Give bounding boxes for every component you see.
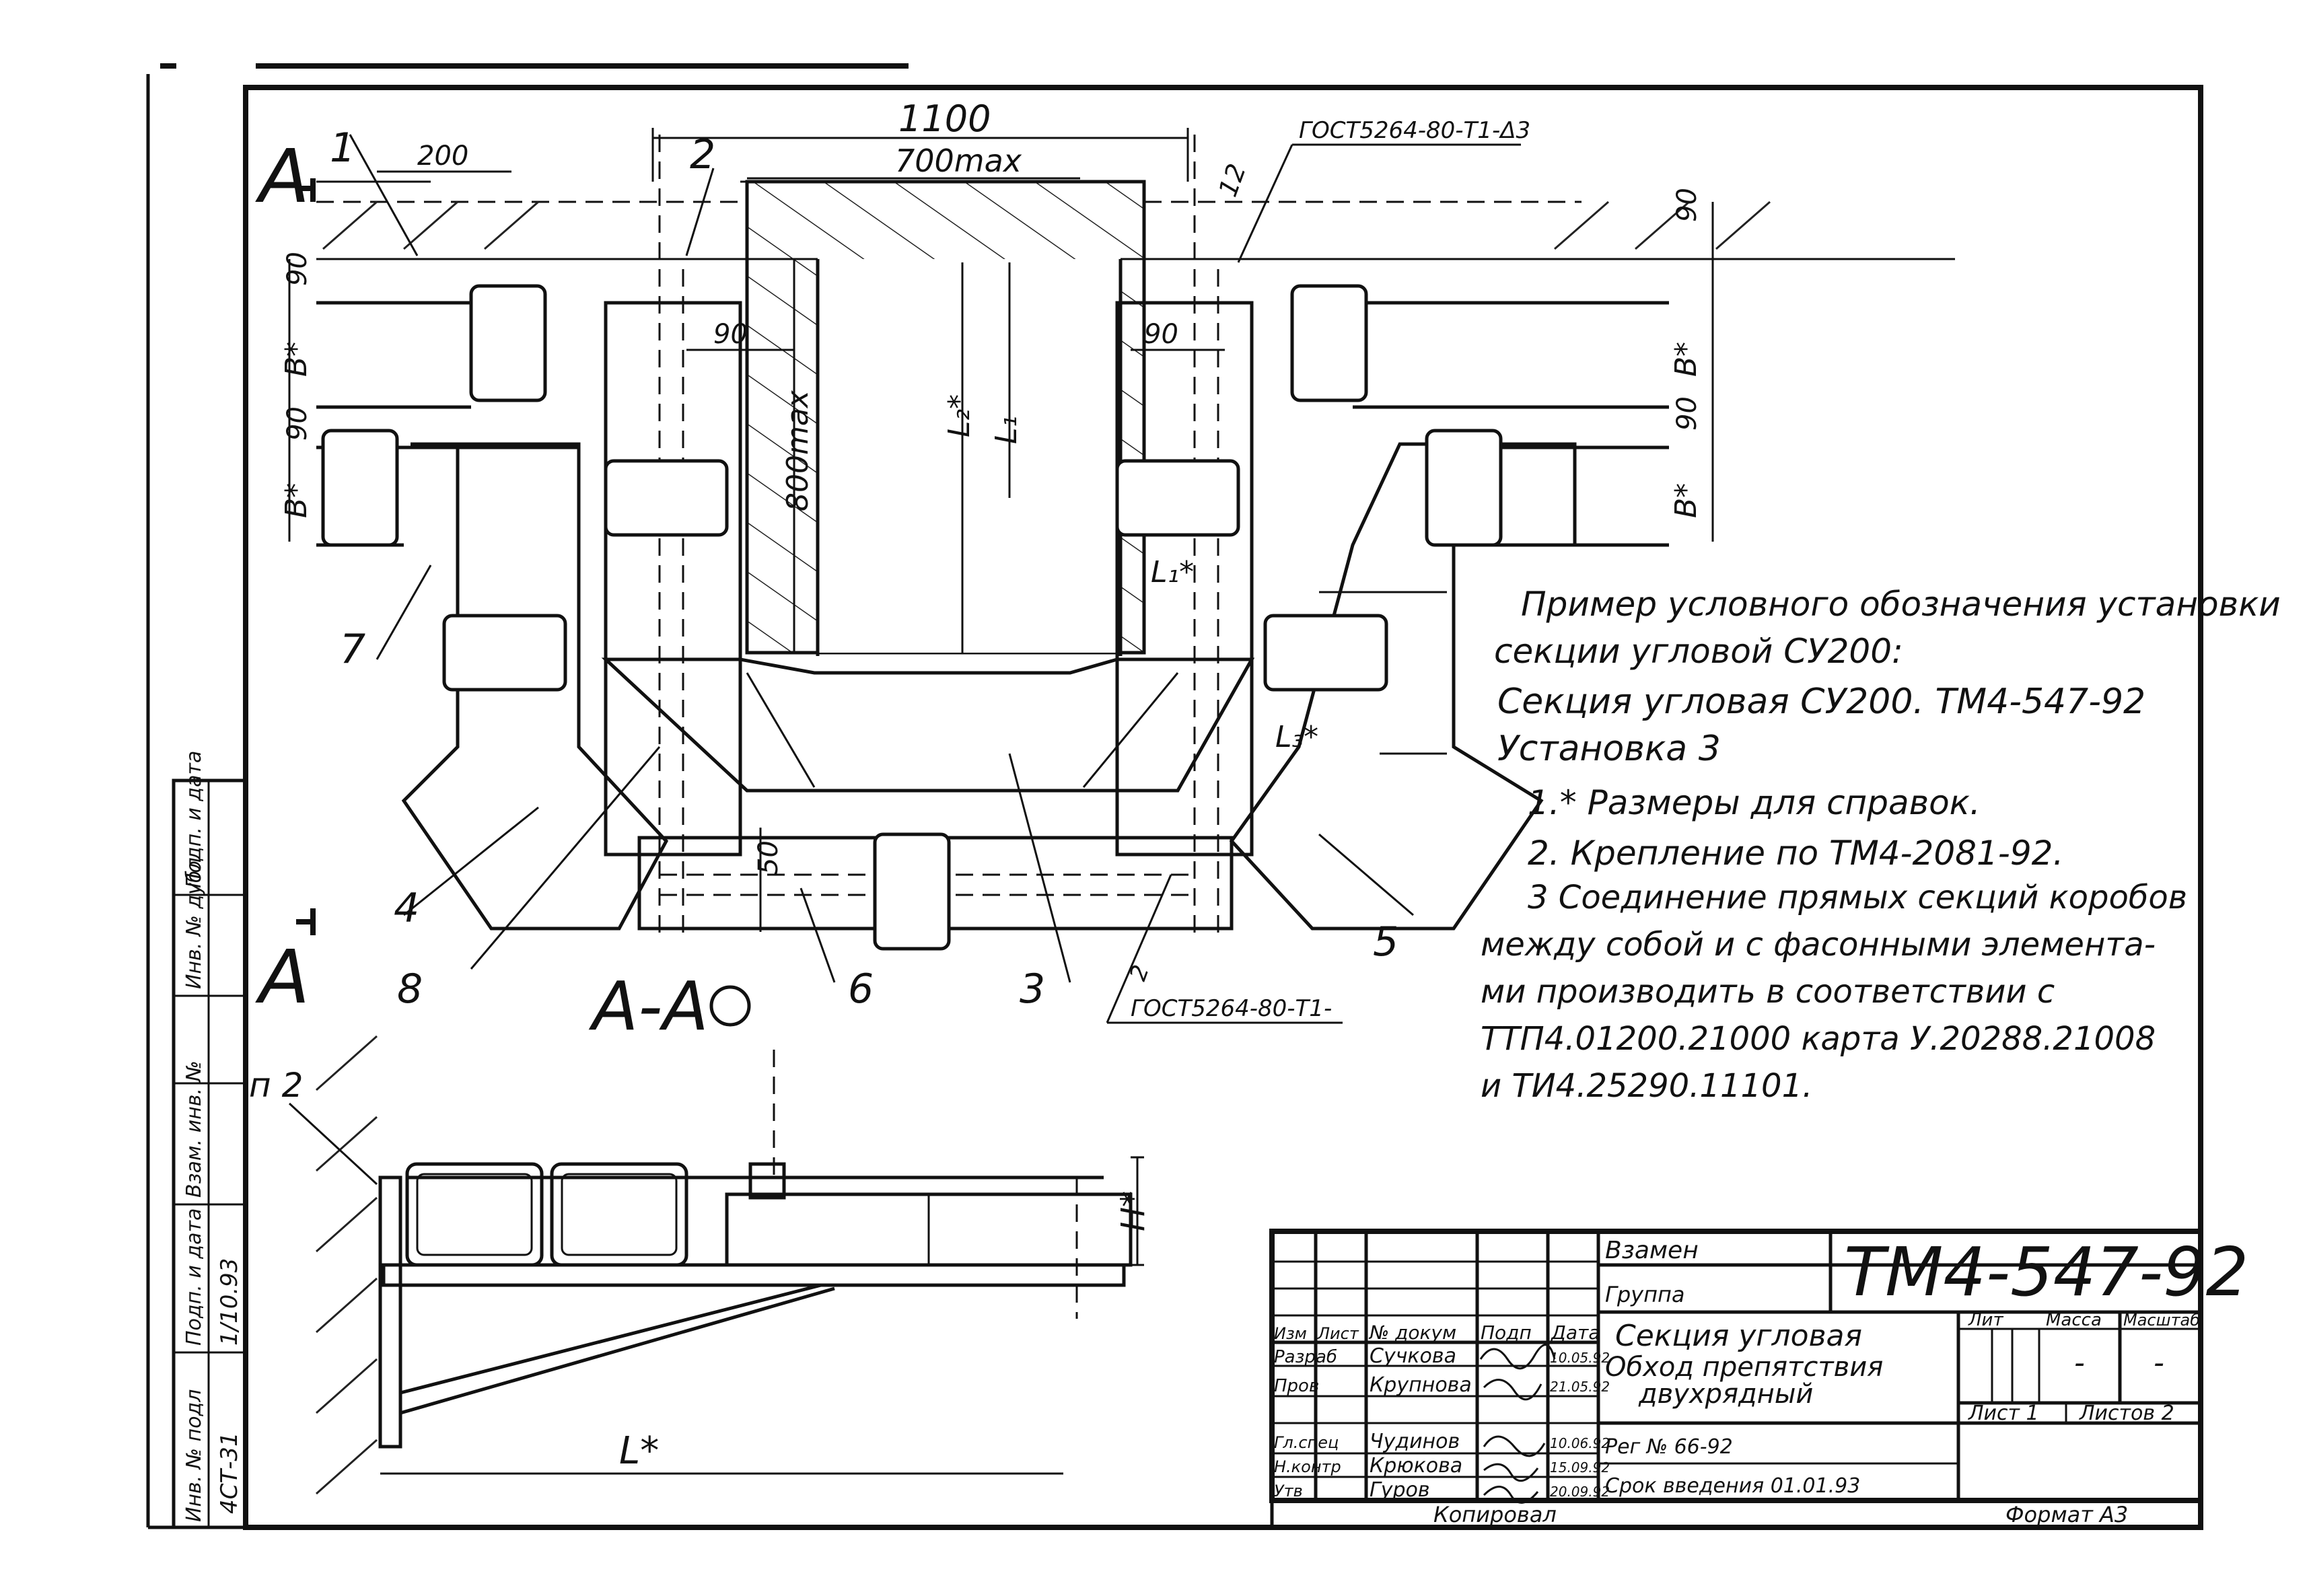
col-data: Дата	[1550, 1321, 1600, 1344]
note-3-line-2: между собой и с фасонными элемента-	[1481, 926, 2156, 964]
col-podp: Подп	[1481, 1321, 1532, 1344]
dim-b-star-left-mid: B*	[279, 483, 314, 518]
section-a-a: А-А п 2 H* L*	[249, 967, 1152, 1495]
example-value-2: Установка 3	[1497, 729, 1721, 769]
section-mark-top: А	[255, 133, 310, 219]
mass-label: Масса	[2046, 1310, 2102, 1330]
side-stamp: Подп. и дата Инв. № дубл Взам. инв. № По…	[172, 751, 248, 1529]
note-2: 2. Крепление по ТМ4-2081-92.	[1528, 834, 2063, 873]
item-number-7: 7	[340, 626, 365, 673]
weld-bottom-mark: 2	[1125, 962, 1155, 984]
mass-value: -	[2074, 1346, 2085, 1380]
name-gurov: Гуров	[1370, 1478, 1430, 1502]
dim-b-star-right-top: B*	[1669, 342, 1703, 377]
note-1: 1.* Размеры для справок.	[1528, 783, 1981, 822]
dim-800max: 800max	[781, 390, 815, 511]
title-line-1: Секция угловая	[1615, 1319, 1862, 1353]
role-glspec: Гл.спец	[1274, 1433, 1339, 1452]
example-title-2: секции угловой СУ200:	[1494, 632, 1903, 671]
dim-12: 12	[1213, 160, 1252, 201]
item-number-1: 1	[330, 124, 355, 172]
example-value: Секция угловая СУ200. ТМ4-547-92	[1497, 682, 2145, 722]
doc-code: ТМ4-547-92	[1844, 1233, 2248, 1311]
detail-ref: п 2	[249, 1066, 303, 1105]
term: Срок введения 01.01.93	[1605, 1474, 1860, 1498]
dim-50: 50	[753, 840, 784, 875]
date-2: 21.05.92	[1550, 1379, 1610, 1395]
stamp-value-date: 1/10.93	[216, 1258, 243, 1346]
signatures	[1479, 1344, 1556, 1504]
dim-1100: 1100	[898, 98, 991, 140]
item-number-5: 5	[1373, 918, 1398, 966]
item-number-3: 3	[1020, 966, 1045, 1013]
role-nkontr: Н.контр	[1274, 1457, 1341, 1476]
date-4: 15.09.92	[1550, 1459, 1610, 1476]
date-1: 10.05.92	[1550, 1350, 1610, 1366]
item-number-4: 4	[394, 885, 419, 932]
name-krupnova: Крупнова	[1370, 1373, 1472, 1397]
group-label: Группа	[1605, 1282, 1685, 1307]
note-3-line-5: и ТИ4.25290.11101.	[1481, 1067, 1812, 1105]
plan-view: А А 1100 700max 200 90 90 90 90 90	[255, 98, 1955, 1024]
dim-90-left-top: 90	[282, 252, 313, 286]
item-number-8: 8	[397, 966, 423, 1013]
scale-label: Масштаб	[2123, 1311, 2200, 1330]
dim-l1-star: L₁*	[1151, 555, 1194, 589]
dim-90-right-top: 90	[1672, 188, 1703, 222]
note-3-line-1: 3 Соединение прямых секций коробов	[1528, 879, 2187, 916]
dim-h-star: H*	[1114, 1191, 1152, 1231]
stamp-label-inv-podl: Инв. № подл	[182, 1389, 206, 1522]
dim-l-star: L*	[619, 1429, 659, 1473]
name-suchkova: Сучкова	[1370, 1344, 1456, 1368]
dim-90-left-mid: 90	[282, 406, 313, 441]
title-line-2: Обход препятствия	[1605, 1352, 1883, 1383]
scale-value: -	[2154, 1346, 2164, 1380]
dim-l2-star: L₂*	[942, 394, 976, 437]
item-number-6: 6	[848, 966, 874, 1013]
col-doc: № докум	[1368, 1321, 1456, 1344]
dim-90-right-mid: 90	[1672, 396, 1703, 431]
stamp-label-vzam-inv: Взам. инв. №	[182, 1060, 206, 1198]
lit-label: Лит	[1968, 1310, 2003, 1330]
format-label: Формат А3	[2005, 1502, 2128, 1527]
dim-90-inner-left: 90	[713, 319, 748, 350]
name-kryukova: Крюкова	[1370, 1454, 1462, 1478]
dim-l3-star: L₃*	[1275, 720, 1318, 754]
stamp-label-inv-dubl: Инв. № дубл	[182, 857, 206, 989]
item-number-2: 2	[690, 131, 715, 178]
weld-bottom-label: ГОСТ5264-80-Т1-	[1131, 995, 1332, 1022]
replace-label: Взамен	[1605, 1237, 1699, 1264]
col-izm: Изм	[1274, 1324, 1307, 1343]
title-block: Взамен Группа ТМ4-547-92 Изм Лист № доку…	[1269, 1229, 2248, 1527]
note-3-line-4: ТТП4.01200.21000 карта У.20288.21008	[1481, 1020, 2156, 1058]
section-label: А-А	[588, 967, 709, 1046]
example-title-1: Пример условного обозначения установки	[1521, 585, 2281, 624]
dim-700max: 700max	[895, 143, 1022, 179]
copied-label: Копировал	[1433, 1502, 1557, 1527]
stamp-value-inv-podl: 4СТ-31	[216, 1432, 243, 1514]
notes-block: Пример условного обозначения установки с…	[1481, 585, 2281, 1105]
stamp-label-podp-data-2: Подп. и дата	[182, 751, 206, 888]
dim-90-inner-right: 90	[1144, 319, 1178, 350]
dim-l1: L₁	[989, 416, 1024, 444]
date-5: 20.09.92	[1550, 1484, 1610, 1500]
role-utv: Утв	[1274, 1482, 1303, 1500]
dim-b-star-left-top: B*	[279, 342, 314, 377]
dim-b-star-right-mid: B*	[1669, 483, 1703, 518]
col-list: Лист	[1317, 1324, 1359, 1343]
sheet-number: Лист 1	[1968, 1402, 2039, 1425]
role-razrab: Разраб	[1274, 1347, 1337, 1367]
weld-top-label: ГОСТ5264-80-Т1-Δ3	[1299, 117, 1530, 144]
dim-200: 200	[417, 141, 468, 172]
reg-number: Рег № 66-92	[1605, 1435, 1733, 1459]
role-prov: Пров	[1274, 1376, 1319, 1396]
title-line-3: двухрядный	[1638, 1379, 1813, 1410]
section-mark-bottom: А	[255, 934, 310, 1020]
sheets-total: Листов 2	[2079, 1402, 2174, 1425]
stamp-label-podp-data: Подп. и дата	[182, 1208, 206, 1346]
date-3: 10.06.92	[1550, 1435, 1610, 1451]
name-chudinov: Чудинов	[1370, 1430, 1460, 1453]
note-3-line-3: ми производить в соответствии с	[1481, 973, 2055, 1011]
